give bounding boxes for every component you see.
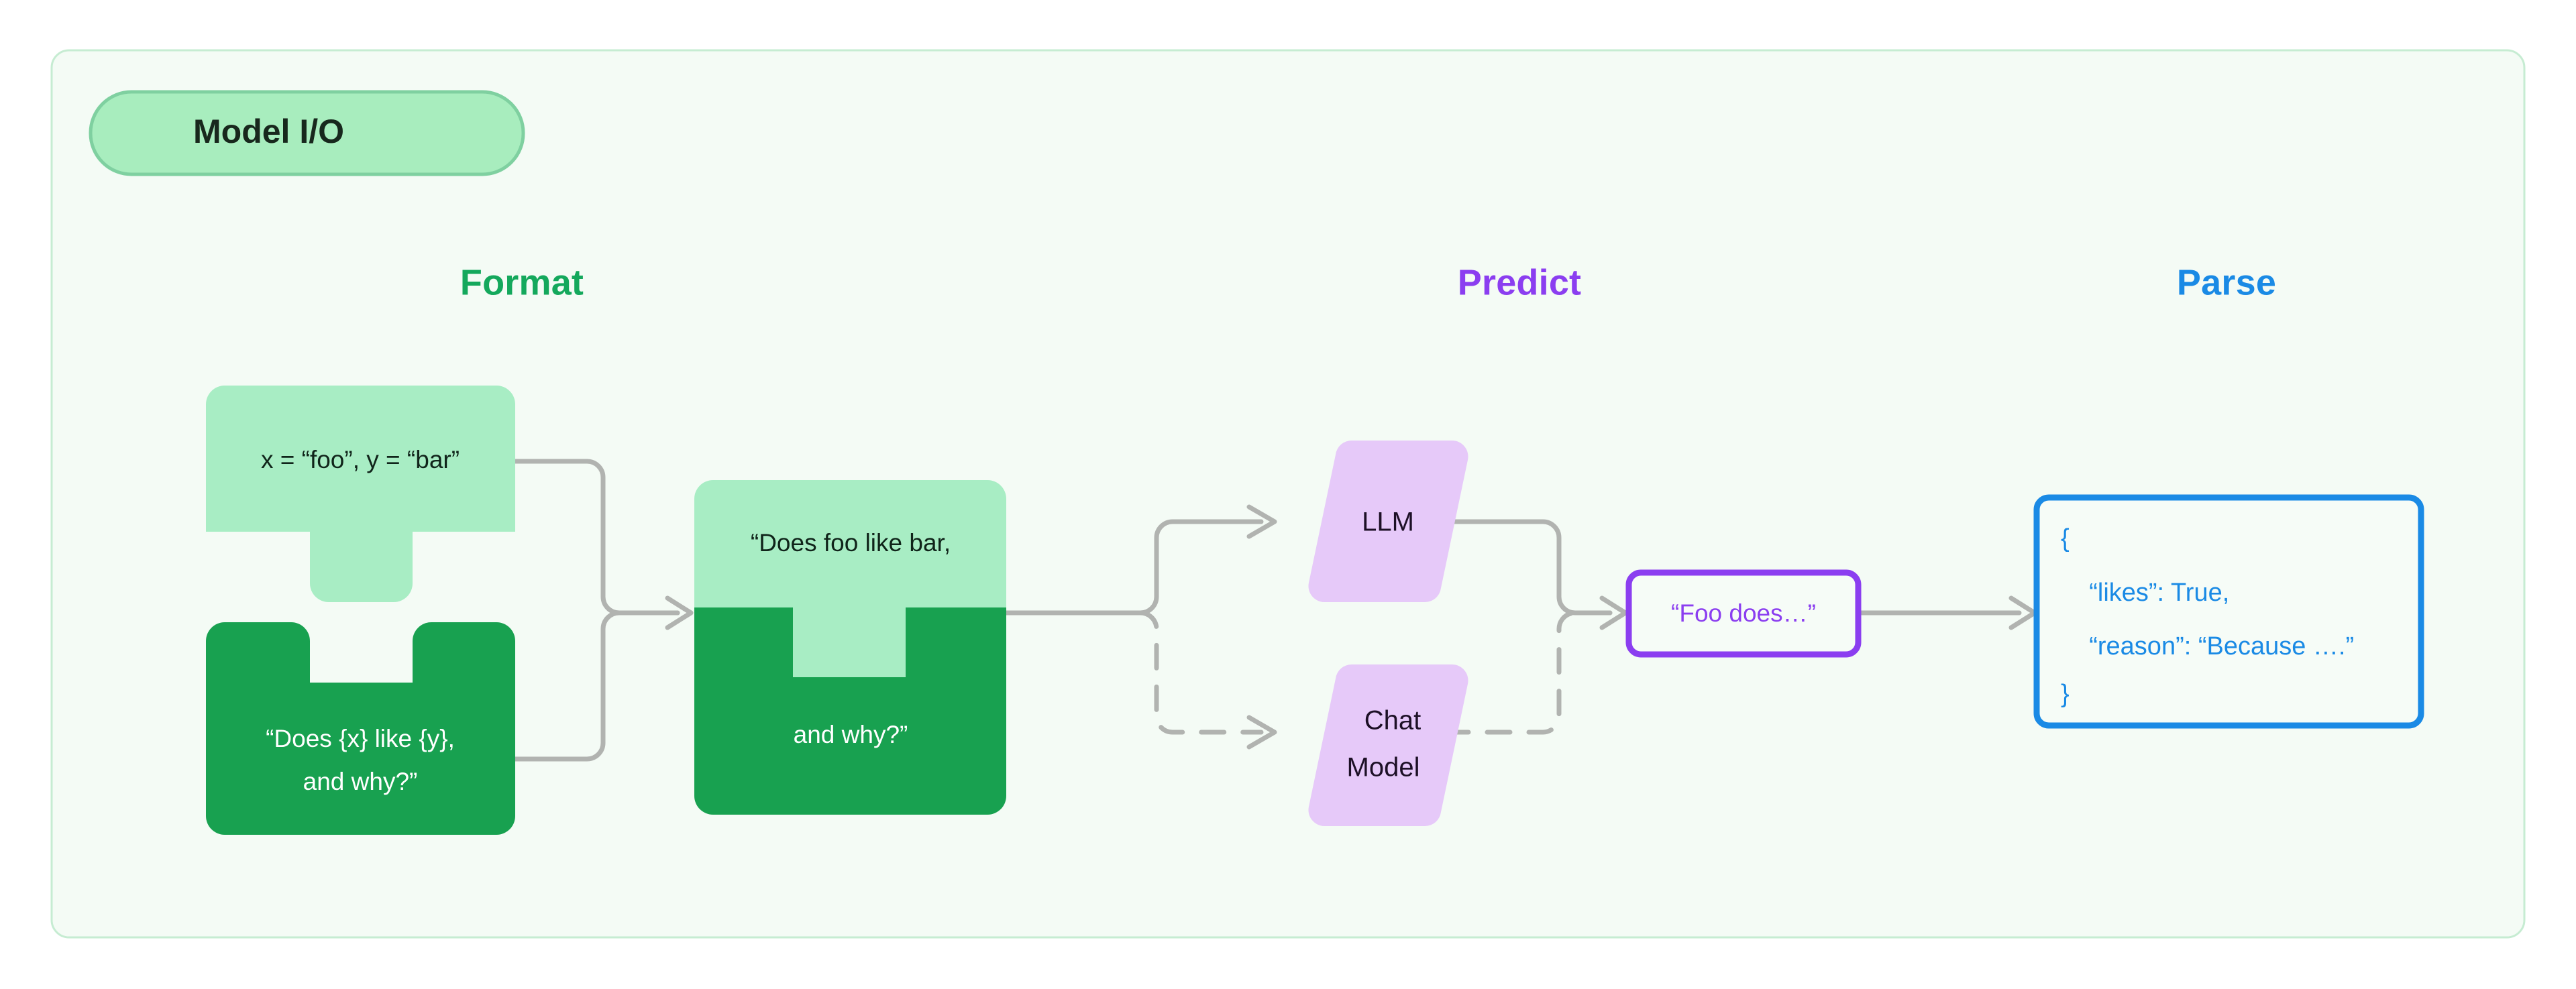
chat-model-node-label-line2: Model [1347,753,1420,782]
connector-template-to-merge [513,610,680,762]
chat-model-node-shape [1308,664,1468,827]
badge-label: Model I/O [193,113,344,150]
template-piece-shape [206,622,515,835]
parse-json-box[interactable]: { “likes”: True, “reason”: “Because ….” … [2033,494,2424,729]
merged-piece-bottom-shape [694,607,1006,815]
format-merged-piece[interactable]: “Does foo like bar, and why?” [694,480,1006,815]
container-panel [50,49,2526,939]
json-line-close-brace: } [2061,680,2070,708]
section-title-parse: Parse [2177,262,2276,302]
input-piece-label: x = “foo”, y = “bar” [261,446,460,473]
output-box-frame [1625,569,1862,658]
connector-split-to-llm [1138,519,1264,616]
json-line-likes: “likes”: True, [2061,579,2229,607]
input-piece-shape [206,386,515,602]
arrowhead-chat-model-in [1246,715,1277,750]
json-line-reason: “reason”: “Because ….” [2061,632,2354,660]
llm-node-label: LLM [1362,508,1414,537]
section-title-predict: Predict [1458,262,1581,302]
connector-split-to-chat-model [1138,610,1264,735]
merged-piece-top-shape [694,480,1006,677]
model-io-container [50,49,2526,939]
connector-layer [513,459,2037,762]
arrowhead-output-in [1599,595,1628,630]
format-input-piece[interactable]: x = “foo”, y = “bar” [206,386,515,602]
json-line-open-brace: { [2061,524,2070,552]
badge-pill [89,90,525,176]
arrowhead-llm-in [1246,504,1277,539]
template-piece-label-line2: and why?” [303,768,418,795]
output-box-label: “Foo does…” [1671,599,1816,627]
predict-chat-model-node[interactable]: Chat Model [1308,664,1468,827]
merged-piece-top-label: “Does foo like bar, [751,529,951,557]
merged-piece-bottom-label: and why?” [794,721,908,748]
section-title-format: Format [460,262,584,302]
template-piece-label-line1: “Does {x} like {y}, [266,725,455,752]
arrowhead-merge [665,595,694,630]
predict-llm-node[interactable]: LLM [1308,440,1468,603]
model-io-badge[interactable]: Model I/O [89,90,525,176]
connector-chat-model-to-output [1443,610,1613,735]
predict-output-box[interactable]: “Foo does…” [1625,569,1862,658]
format-template-piece[interactable]: “Does {x} like {y}, and why?” [206,622,515,835]
llm-node-shape [1308,440,1468,603]
chat-model-node-label-line1: Chat [1364,706,1421,736]
section-headings: Format Predict Parse [460,262,2276,302]
json-box-frame [2033,494,2424,729]
